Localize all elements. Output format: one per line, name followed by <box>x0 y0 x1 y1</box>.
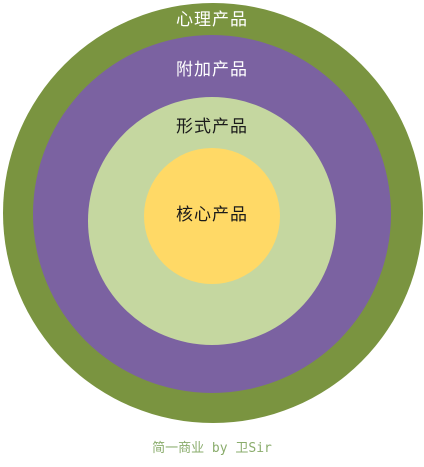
label-added-product: 附加产品 <box>176 60 248 80</box>
label-formal-product: 形式产品 <box>176 117 248 137</box>
author-caption: 简一商业 by 卫Sir <box>152 441 272 456</box>
label-psychological-product: 心理产品 <box>176 10 248 30</box>
label-core-product: 核心产品 <box>176 205 248 225</box>
ring-core-product <box>144 148 280 284</box>
